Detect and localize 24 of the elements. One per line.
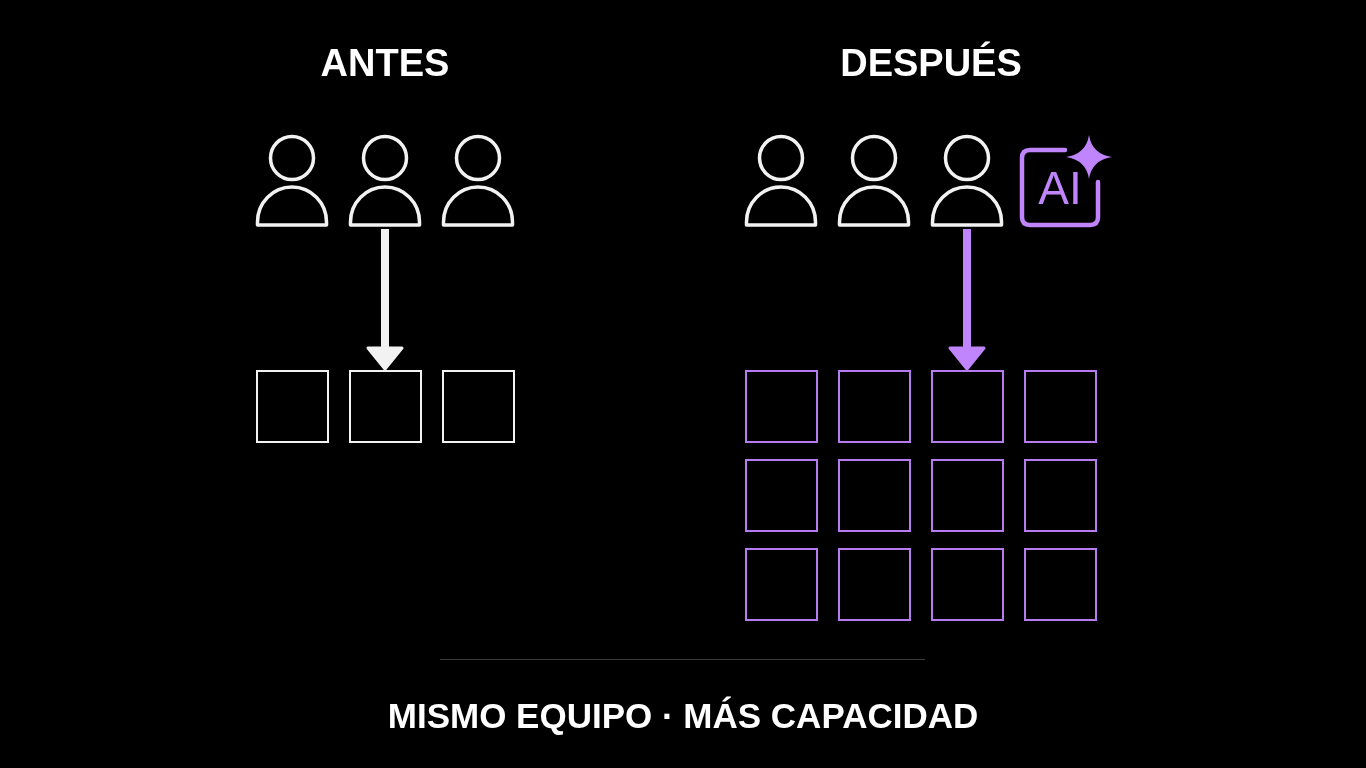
empty-square	[931, 459, 1004, 532]
person-icon	[742, 134, 820, 229]
empty-square	[1024, 370, 1097, 443]
person-icon	[253, 134, 331, 229]
empty-square	[838, 548, 911, 621]
empty-square	[745, 548, 818, 621]
column-heading: ANTES	[320, 44, 450, 82]
person-icon	[439, 134, 517, 229]
empty-square	[1024, 548, 1097, 621]
empty-square	[1024, 459, 1097, 532]
person-icon	[835, 134, 913, 229]
person-icon	[346, 134, 424, 229]
empty-square	[745, 370, 818, 443]
caption: MISMO EQUIPO · MÁS CAPACIDAD	[387, 698, 979, 733]
empty-square	[349, 370, 422, 443]
empty-square	[442, 370, 515, 443]
empty-square	[745, 459, 818, 532]
empty-square	[931, 548, 1004, 621]
person-icon	[928, 134, 1006, 229]
empty-square	[838, 459, 911, 532]
ai-label: AI	[1038, 165, 1082, 211]
empty-square	[838, 370, 911, 443]
empty-square	[256, 370, 329, 443]
empty-square	[931, 370, 1004, 443]
